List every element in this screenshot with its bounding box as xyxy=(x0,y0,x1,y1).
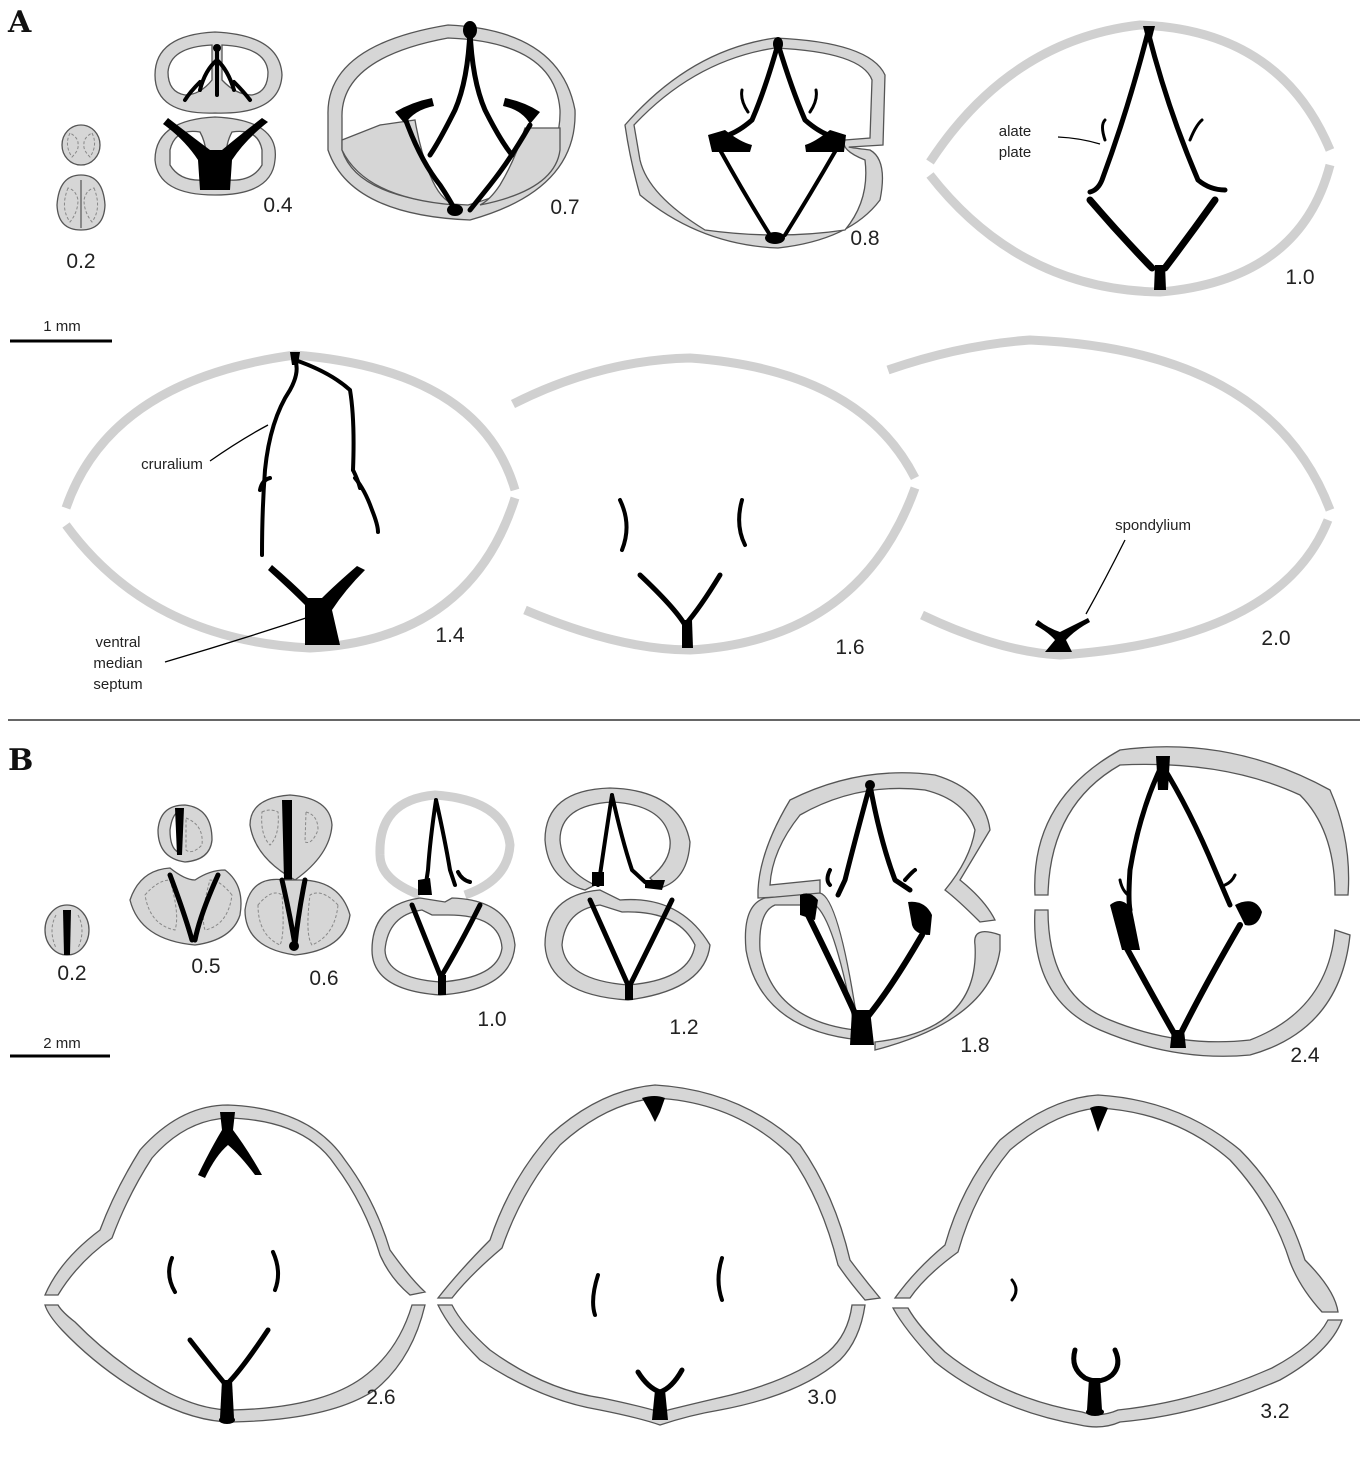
label-spondylium: spondylium xyxy=(1115,517,1191,534)
section-label-a-0-4: 0.4 xyxy=(263,194,293,217)
label-plate: plate xyxy=(999,144,1032,161)
section-label-a-1-4: 1.4 xyxy=(435,624,465,647)
section-label-a-0-7: 0.7 xyxy=(550,196,579,219)
section-b-2-4 xyxy=(1035,747,1350,1056)
section-label-a-1-0: 1.0 xyxy=(1285,266,1314,289)
label-cruralium: cruralium xyxy=(141,456,203,473)
section-label-a-0-8: 0.8 xyxy=(850,227,879,250)
section-b-2-6 xyxy=(45,1105,425,1424)
scale-bar-b-label: 2 mm xyxy=(43,1035,81,1052)
section-a-0-7 xyxy=(328,21,575,220)
alate-plate-leader xyxy=(1058,137,1100,144)
section-b-0-2 xyxy=(45,905,89,955)
section-a-0-2 xyxy=(57,125,105,230)
section-label-a-0-2: 0.2 xyxy=(66,250,95,273)
section-label-b-1-0: 1.0 xyxy=(477,1008,506,1031)
label-alate: alate xyxy=(999,123,1032,140)
section-a-2-0 xyxy=(888,340,1330,655)
section-a-0-8 xyxy=(625,37,885,248)
section-label-b-2-6: 2.6 xyxy=(366,1386,395,1409)
label-ventral: ventral xyxy=(95,634,140,651)
section-label-b-2-4: 2.4 xyxy=(1290,1044,1320,1067)
section-label-b-3-0: 3.0 xyxy=(807,1386,836,1409)
section-label-b-0-5: 0.5 xyxy=(191,955,220,978)
panel-a-letter: A xyxy=(7,5,32,40)
section-a-1-4 xyxy=(66,352,515,648)
scale-bar-a-label: 1 mm xyxy=(43,318,81,335)
section-b-1-0 xyxy=(372,795,515,995)
section-label-b-1-8: 1.8 xyxy=(960,1034,989,1057)
section-a-0-4 xyxy=(155,32,282,195)
label-median: median xyxy=(93,655,142,672)
section-a-1-6 xyxy=(513,358,915,650)
section-b-3-2 xyxy=(893,1095,1342,1427)
section-b-1-8 xyxy=(745,773,1000,1050)
cruralium-leader xyxy=(210,425,268,461)
section-label-b-0-2: 0.2 xyxy=(57,962,86,985)
section-label-b-1-2: 1.2 xyxy=(669,1016,698,1039)
section-a-1-0 xyxy=(930,25,1330,292)
panel-b-letter: B xyxy=(8,743,33,778)
label-septum: septum xyxy=(93,676,142,693)
section-b-0-6 xyxy=(245,795,350,955)
section-b-3-0 xyxy=(438,1085,880,1425)
section-b-0-5 xyxy=(130,805,241,945)
section-b-1-2 xyxy=(545,788,710,1000)
section-label-b-3-2: 3.2 xyxy=(1260,1400,1289,1423)
section-label-a-2-0: 2.0 xyxy=(1261,627,1290,650)
spondylium-leader xyxy=(1086,540,1125,614)
section-label-a-1-6: 1.6 xyxy=(835,636,864,659)
section-label-b-0-6: 0.6 xyxy=(309,967,338,990)
